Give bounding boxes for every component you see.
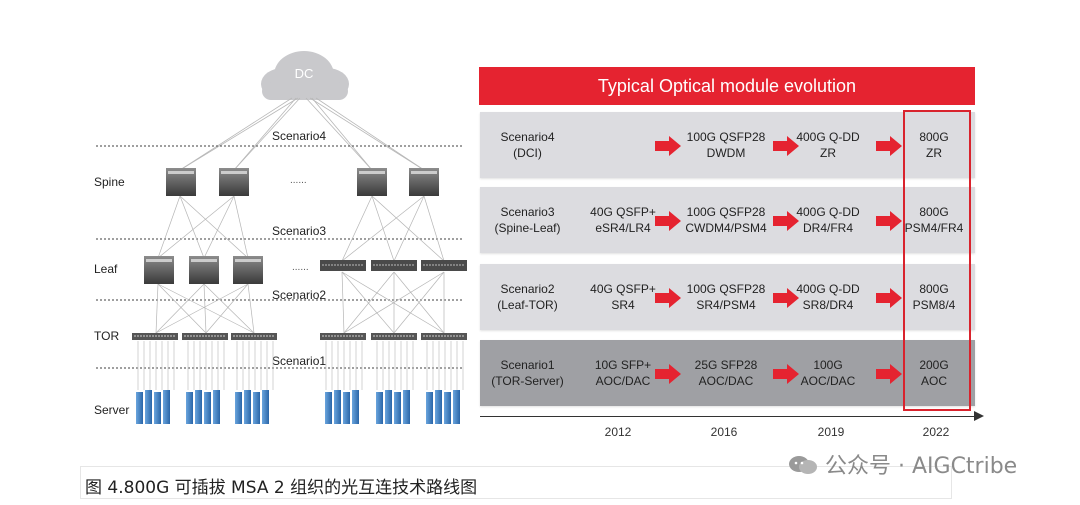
tor-switch [132, 333, 178, 340]
right-arrow-icon [876, 136, 902, 156]
leaf-box-switch [320, 260, 366, 271]
right-arrow-icon [773, 288, 799, 308]
leaf-switch [144, 256, 174, 284]
cloud-spine-links [179, 97, 425, 171]
spine-switch [166, 168, 196, 196]
figure-caption: 图 4.800G 可插拔 MSA 2 组织的光互连技术路线图 [85, 478, 478, 498]
highlight-800g-column [903, 110, 971, 411]
spine-switch [409, 168, 439, 196]
tor-server-links [137, 341, 464, 390]
right-arrow-icon [773, 211, 799, 231]
right-arrow-icon [773, 364, 799, 384]
scenario-cell: Scenario4(DCI) [500, 130, 555, 160]
evolution-title-banner: Typical Optical module evolution [479, 67, 975, 105]
wechat-icon [789, 456, 817, 474]
right-arrow-icon [655, 211, 681, 231]
right-arrow-icon [655, 364, 681, 384]
leaf-box-switch [371, 260, 417, 271]
leaf-box-switch [421, 260, 467, 271]
tier-label-server: Server [94, 403, 129, 417]
year-label: 2019 [817, 425, 845, 439]
spine-ellipsis: ...... [290, 175, 307, 186]
dc-cloud-icon [261, 51, 349, 100]
module-cell: 10G SFP+AOC/DAC [594, 358, 652, 388]
leaf-switch [189, 256, 219, 284]
scenario-cell: Scenario1(TOR-Server) [491, 358, 564, 388]
spine-switch [357, 168, 387, 196]
tor-switch [320, 333, 366, 340]
watermark-text: 公众号 · AIGCtribe [825, 454, 1018, 479]
tor-switch [182, 333, 228, 340]
leaf-tor-links [155, 271, 445, 334]
leaf-ellipsis: ...... [292, 262, 309, 273]
year-label: 2012 [604, 425, 632, 439]
tor-switch [421, 333, 467, 340]
scenario-cell: Scenario2(Leaf-TOR) [497, 282, 558, 312]
right-arrow-icon [876, 211, 902, 231]
module-cell: 40G QSFP+SR4 [590, 282, 656, 312]
scenario1-label: Scenario1 [272, 354, 326, 368]
spine-leaf-links [157, 195, 445, 262]
leaf-switch [233, 256, 263, 284]
right-arrow-icon [773, 136, 799, 156]
right-arrow-icon [876, 288, 902, 308]
tier-label-tor: TOR [94, 329, 119, 343]
tor-switch [231, 333, 277, 340]
spine-switch [219, 168, 249, 196]
right-arrow-icon [655, 136, 681, 156]
dc-cloud-label: DC [295, 66, 314, 81]
scenario2-label: Scenario2 [272, 288, 326, 302]
timeline-axis [480, 416, 976, 417]
network-topology-diagram: DC Scenario4 Scenario3 Scenario2 Scenari… [94, 51, 467, 424]
right-arrow-icon [655, 288, 681, 308]
year-label: 2022 [922, 425, 950, 439]
right-arrow-icon [876, 364, 902, 384]
module-cell: 40G QSFP+eSR4/LR4 [590, 205, 656, 235]
scenario3-label: Scenario3 [272, 224, 326, 238]
evolution-title: Typical Optical module evolution [597, 75, 857, 96]
scenario-cell: Scenario3(Spine-Leaf) [494, 205, 561, 235]
scenario4-label: Scenario4 [272, 129, 326, 143]
timeline-arrowhead-icon [974, 411, 984, 421]
year-label: 2016 [710, 425, 738, 439]
server-rack-group [136, 390, 460, 424]
tier-label-spine: Spine [94, 175, 125, 189]
tier-label-leaf: Leaf [94, 262, 118, 276]
watermark: 公众号 · AIGCtribe [788, 448, 1017, 480]
tor-switch [371, 333, 417, 340]
